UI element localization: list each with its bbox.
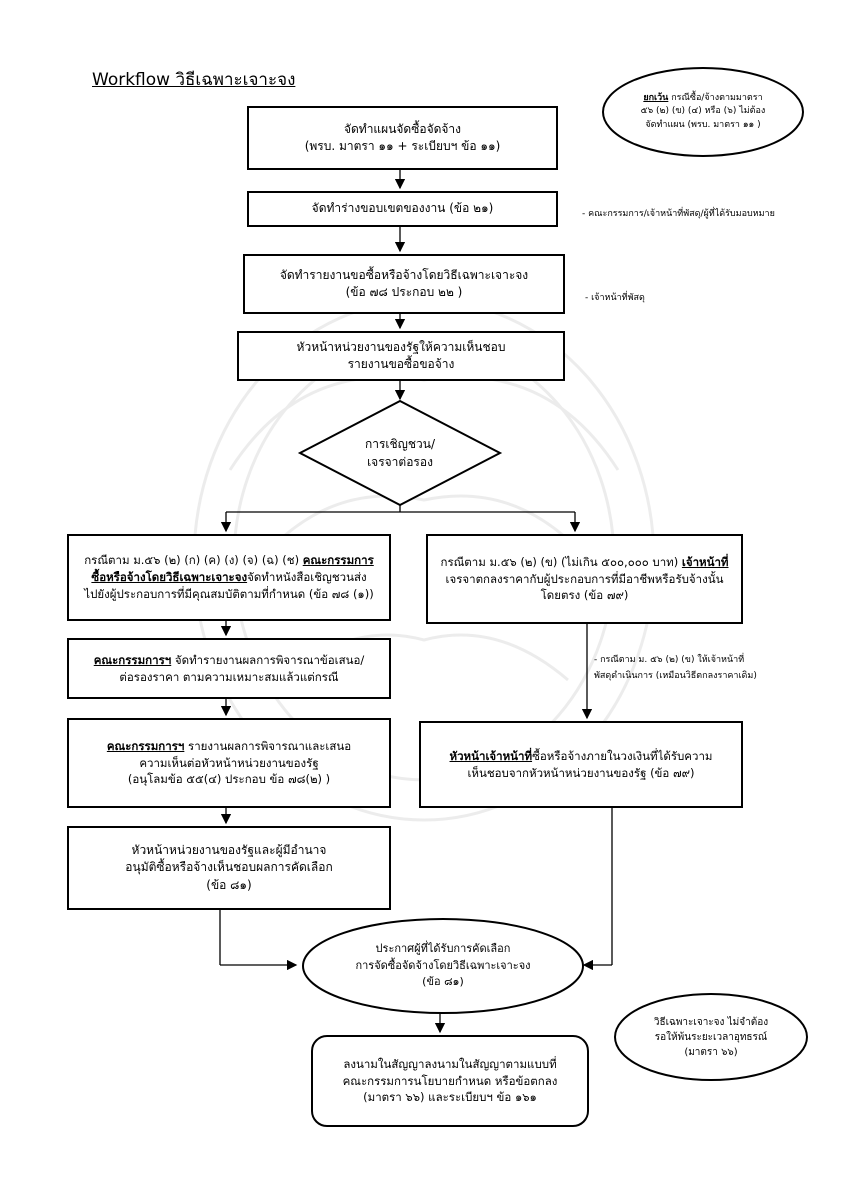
step-sign-contract: ลงนามในสัญญาลงนามในสัญญาตามแบบที่ คณะกรร… [311, 1035, 589, 1127]
step2-line1: จัดทำร่างขอบเขตของงาน (ข้อ ๒๑) [311, 201, 494, 216]
left1-committee: คณะกรรมการ [302, 553, 374, 568]
decision-label: การเชิญชวน/ เจรจาต่อรอง [320, 430, 480, 476]
page-title: Workflow วิธีเฉพาะเจาะจง [92, 70, 296, 90]
note-committee: - คณะกรรมการ/เจ้าหน้าที่พัสดุ/ผู้ที่ได้ร… [582, 209, 775, 219]
step-committee-recommendation: คณะกรรมการฯ รายงานผลการพิจารณาและเสนอ คว… [67, 718, 391, 808]
left4-line2: อนุมัติซื้อหรือจ้างเห็นชอบผลการคัดเลือก [125, 860, 333, 875]
contract-note: วิธีเฉพาะเจาะจง ไม่จำต้อง รอให้พ้นระยะเว… [622, 1005, 800, 1069]
right2-line1-rest: ซื้อหรือจ้างภายในวงเงินที่ได้รับความ [532, 748, 713, 763]
announce-line3: (ข้อ ๘๑) [422, 975, 464, 989]
left2-line2: ต่อรองราคา ตามความเหมาะสมแล้วแต่กรณี [119, 669, 339, 684]
left3-committee: คณะกรรมการฯ [106, 738, 185, 753]
announce-ellipse [302, 918, 584, 1014]
exception-callout [602, 67, 804, 157]
step1-line2: (พรบ. มาตรา ๑๑ + ระเบียบฯ ข้อ ๑๑) [304, 139, 501, 153]
left1-committee-type: ซื้อหรือจ้างโดยวิธีเฉพาะเจาะจง [91, 570, 248, 585]
step4-line2: รายงานขอซื้อขอจ้าง [347, 357, 455, 371]
right2-line2: เห็นชอบจากหัวหน้าหน่วยงานของรัฐ (ข้อ ๗๙) [467, 765, 695, 780]
contract-note-callout [614, 993, 808, 1081]
left3-line3: (อนุโลมข้อ ๕๕(๔) ประกอบ ข้อ ๗๘(๒) ) [127, 772, 331, 787]
step1-line1: จัดทำแผนจัดซื้อจัดจ้าง [343, 121, 462, 136]
announce-winner: ประกาศผู้ที่ได้รับการคัดเลือก การจัดซื้อ… [313, 936, 573, 996]
exception-line2: ๕๖ (๒) (ข) (๔) หรือ (๖) ไม่ต้อง [640, 106, 766, 117]
announce-line2: การจัดซื้อจัดจ้างโดยวิธีเฉพาะเจาะจง [355, 958, 531, 972]
contract-line2: คณะกรรมการนโยบายกำหนด หรือข้อตกลง [342, 1073, 558, 1088]
right1-line2: เจรจาตกลงราคากับผู้ประกอบการที่มีอาชีพหร… [445, 571, 724, 586]
left1-line2-rest: จัดทำหนังสือเชิญชวนส่ง [247, 570, 367, 585]
note-procurement-officer: - เจ้าหน้าที่พัสดุ [585, 293, 645, 303]
step-committee-report: คณะกรรมการฯ จัดทำรายงานผลการพิจารณาข้อเส… [67, 638, 391, 699]
exception-line1: กรณีซื้อ/จ้างตามมาตรา [668, 92, 763, 103]
step-procurement-plan: จัดทำแผนจัดซื้อจัดจ้าง (พรบ. มาตรา ๑๑ + … [247, 106, 558, 170]
right1-line3: โดยตรง (ข้อ ๗๙) [540, 588, 629, 603]
right2-chief-officer: หัวหน้าเจ้าหน้าที่ [449, 748, 533, 763]
left2-committee: คณะกรรมการฯ [93, 652, 172, 667]
note-right-line1: - กรณีตาม ม. ๕๖ (๒) (ข) ให้เจ้าหน้าที่ [594, 655, 745, 665]
left1-line3: ไปยังผู้ประกอบการที่มีคุณสมบัติตามที่กำห… [84, 586, 374, 601]
left3-line1-rest: รายงานผลการพิจารณาและเสนอ [184, 738, 352, 753]
decision-line1: การเชิญชวน/ [364, 437, 436, 451]
contract-line3: (มาตรา ๖๖) และระเบียบฯ ข้อ ๑๖๑ [363, 1090, 537, 1105]
contract-note-line3: (มาตรา ๖๖) [684, 1046, 738, 1058]
note-officer-case: - กรณีตาม ม. ๕๖ (๒) (ข) ให้เจ้าหน้าที่ พ… [594, 652, 757, 684]
step3-line2: (ข้อ ๗๘ ประกอบ ๒๒ ) [345, 285, 463, 299]
decision-line2: เจรจาต่อรอง [367, 455, 433, 469]
step-purchase-report: จัดทำรายงานขอซื้อหรือจ้างโดยวิธีเฉพาะเจา… [243, 254, 565, 314]
step-officer-negotiation: กรณีตาม ม.๕๖ (๒) (ข) (ไม่เกิน ๕๐๐,๐๐๐ บา… [426, 534, 743, 624]
exception-label: ยกเว้น [643, 92, 669, 103]
step-head-authorize: หัวหน้าหน่วยงานของรัฐและผู้มีอำนาจ อนุมั… [67, 826, 391, 910]
note-right-line2: พัสดุดำเนินการ (เหมือนวิธีตกลงราคาเดิม) [594, 671, 757, 682]
right1-pre: กรณีตาม ม.๕๖ (๒) (ข) (ไม่เกิน ๕๐๐,๐๐๐ บา… [440, 554, 682, 569]
left3-line2: ความเห็นต่อหัวหน้าหน่วยงานของรัฐ [139, 755, 319, 770]
left2-line1-rest: จัดทำรายงานผลการพิจารณาข้อเสนอ/ [171, 652, 365, 667]
exception-line3: จัดทำแผน (พรบ. มาตรา ๑๑ ) [645, 119, 761, 130]
announce-line1: ประกาศผู้ที่ได้รับการคัดเลือก [375, 942, 511, 956]
step-head-approval: หัวหน้าหน่วยงานของรัฐให้ความเห็นชอบ รายง… [237, 331, 565, 381]
exception-note: ยกเว้น กรณีซื้อ/จ้างตามมาตรา ๕๖ (๒) (ข) … [610, 80, 796, 144]
step-draft-scope: จัดทำร่างขอบเขตของงาน (ข้อ ๒๑) [247, 191, 558, 227]
step3-line1: จัดทำรายงานขอซื้อหรือจ้างโดยวิธีเฉพาะเจา… [279, 267, 529, 282]
contract-note-line2: รอให้พ้นระยะเวลาอุทธรณ์ [654, 1031, 768, 1043]
left4-line3: (ข้อ ๘๑) [206, 877, 252, 892]
right1-officer: เจ้าหน้าที่ [681, 554, 729, 569]
left1-pre: กรณีตาม ม.๕๖ (๒) (ก) (ค) (ง) (จ) (ฉ) (ช) [84, 553, 303, 568]
contract-note-line1: วิธีเฉพาะเจาะจง ไม่จำต้อง [653, 1016, 769, 1028]
contract-line1: ลงนามในสัญญาลงนามในสัญญาตามแบบที่ [343, 1056, 557, 1071]
step-invitation-committee: กรณีตาม ม.๕๖ (๒) (ก) (ค) (ง) (จ) (ฉ) (ช)… [67, 534, 391, 621]
left4-line1: หัวหน้าหน่วยงานของรัฐและผู้มีอำนาจ [131, 842, 327, 857]
decision-diamond [297, 399, 503, 507]
step4-line1: หัวหน้าหน่วยงานของรัฐให้ความเห็นชอบ [296, 339, 506, 354]
step-chief-officer-purchase: หัวหน้าเจ้าหน้าที่ซื้อหรือจ้างภายในวงเงิ… [419, 721, 743, 808]
